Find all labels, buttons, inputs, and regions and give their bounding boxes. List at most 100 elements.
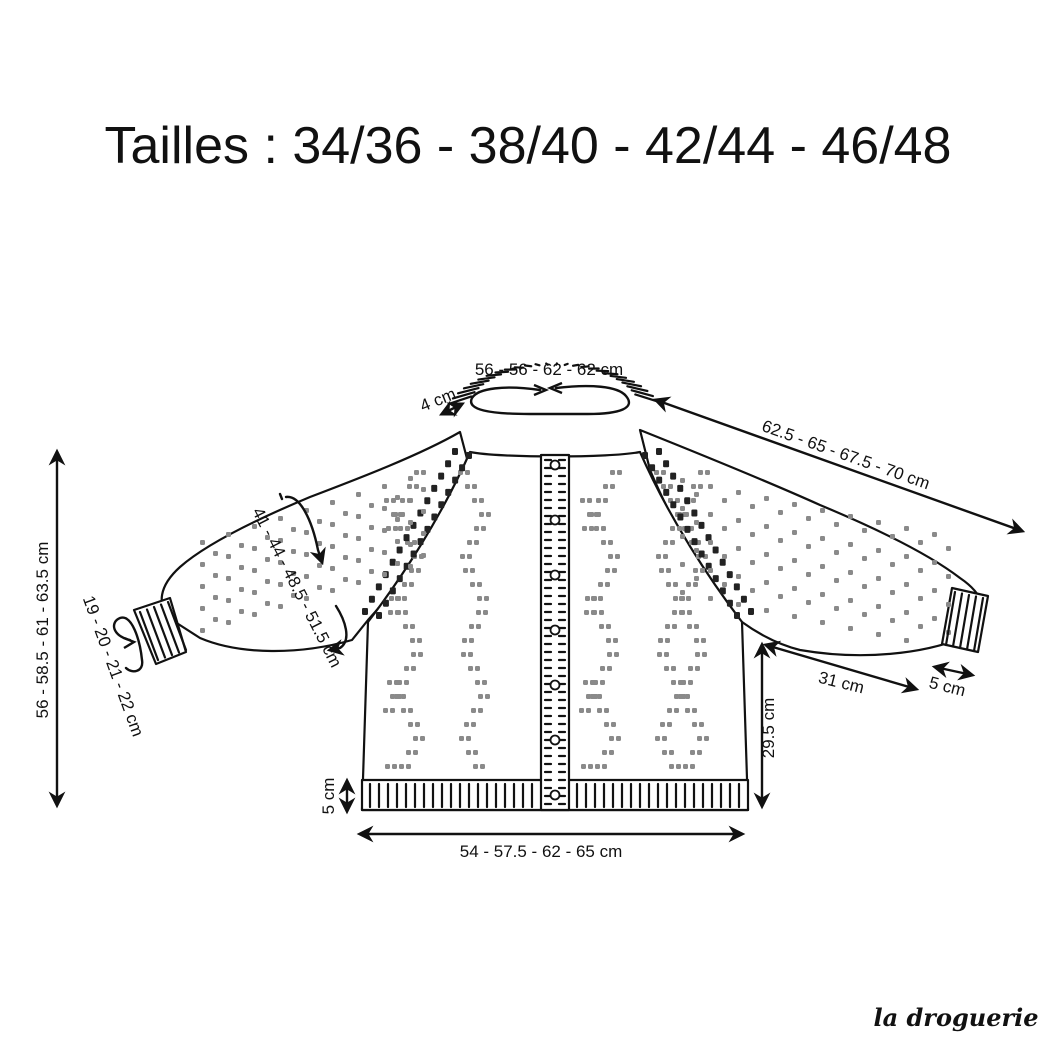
lace-dot [589, 512, 594, 517]
cuff-rib [951, 592, 964, 648]
lace-dot [478, 708, 483, 713]
cuff-rib [972, 596, 985, 653]
lace-dot [317, 519, 322, 524]
lace-dot [674, 694, 679, 699]
lace-dot [395, 495, 400, 500]
lace-dot [226, 532, 231, 537]
lace-dot [400, 512, 405, 517]
cuff-rib [166, 600, 188, 652]
lace-dot [656, 554, 661, 559]
lace-dot [586, 708, 591, 713]
lace-dot [890, 562, 895, 567]
lace-dot [665, 624, 670, 629]
lace-dot [750, 532, 755, 537]
lace-dot [483, 610, 488, 615]
lace-dot [393, 512, 398, 517]
lace-dot [708, 512, 713, 517]
lace-dot [472, 498, 477, 503]
lace-dot [736, 518, 741, 523]
lace-dot [604, 722, 609, 727]
lace-dot [395, 517, 400, 522]
lace-dot [452, 448, 458, 455]
lace-dot [663, 540, 668, 545]
lace-dot [475, 680, 480, 685]
lace-dot [330, 500, 335, 505]
lace-dot [480, 764, 485, 769]
collar-rib [626, 385, 649, 393]
lace-dot [697, 750, 702, 755]
lace-dot [593, 680, 598, 685]
lace-dot [673, 596, 678, 601]
lace-dot [693, 568, 698, 573]
lace-dot [932, 588, 937, 593]
raglan-length-arrow [652, 396, 1026, 535]
sizes-title: Tailles : 34/36 - 38/40 - 42/44 - 46/48 [105, 117, 952, 175]
hem-height-label: 5 cm [319, 778, 338, 815]
lace-dot [687, 624, 692, 629]
lace-dot [694, 548, 699, 553]
lace-dot [403, 624, 408, 629]
button [549, 789, 561, 801]
lace-dot [918, 596, 923, 601]
lace-dot [580, 498, 585, 503]
lace-dot [413, 750, 418, 755]
lace-dot [659, 568, 664, 573]
lace-dot [356, 580, 361, 585]
neck-arrow [469, 384, 631, 416]
lace-dot [684, 497, 691, 505]
lace-dot [609, 750, 614, 755]
lace-dot [401, 708, 406, 713]
lace-dot [678, 694, 683, 699]
lace-dot [719, 587, 726, 595]
body-length-label: 29.5 cm [759, 698, 778, 758]
lace-dot [691, 498, 696, 503]
lace-dot [356, 514, 361, 519]
lace-dot [656, 476, 663, 484]
lace-dot [663, 554, 668, 559]
lace-dot [404, 666, 409, 671]
lace-dot [482, 680, 487, 685]
collar-height-arrow [438, 400, 466, 418]
lace-dot [445, 488, 452, 496]
lace-dot [405, 526, 410, 531]
lace-dot [291, 549, 296, 554]
lace-dot [389, 596, 394, 601]
lace-dot [376, 612, 382, 619]
lace-dot [615, 554, 620, 559]
lace-dot [382, 506, 387, 511]
lace-dot [834, 550, 839, 555]
lace-dot [291, 527, 296, 532]
lace-dot [667, 708, 672, 713]
lace-dot [690, 750, 695, 755]
lace-dot [834, 578, 839, 583]
lace-dot [656, 448, 662, 455]
lace-dot [411, 652, 416, 657]
collar-rib [456, 386, 480, 395]
lace-dot [677, 526, 682, 531]
lace-dot [792, 558, 797, 563]
lace-dot [471, 708, 476, 713]
lace-dot [705, 534, 712, 542]
lace-dot [708, 540, 713, 545]
lace-dot [748, 608, 754, 615]
lace-dot [694, 638, 699, 643]
lace-dot [722, 498, 727, 503]
lace-dot [666, 582, 671, 587]
lace-dot [304, 552, 309, 557]
lace-dot [599, 624, 604, 629]
cuff-rib [152, 605, 174, 657]
lace-dot [690, 764, 695, 769]
lace-dot [466, 452, 472, 459]
lace-dot [609, 736, 614, 741]
lace-dot [694, 624, 699, 629]
lace-dot [606, 638, 611, 643]
lace-dot [200, 562, 205, 567]
lace-dot [473, 764, 478, 769]
lace-dot [396, 610, 401, 615]
lace-dot [392, 764, 397, 769]
lace-dot [591, 596, 596, 601]
lace-dot [395, 596, 400, 601]
lace-dot [862, 528, 867, 533]
lace-dot [694, 492, 699, 497]
lace-dot [418, 652, 423, 657]
